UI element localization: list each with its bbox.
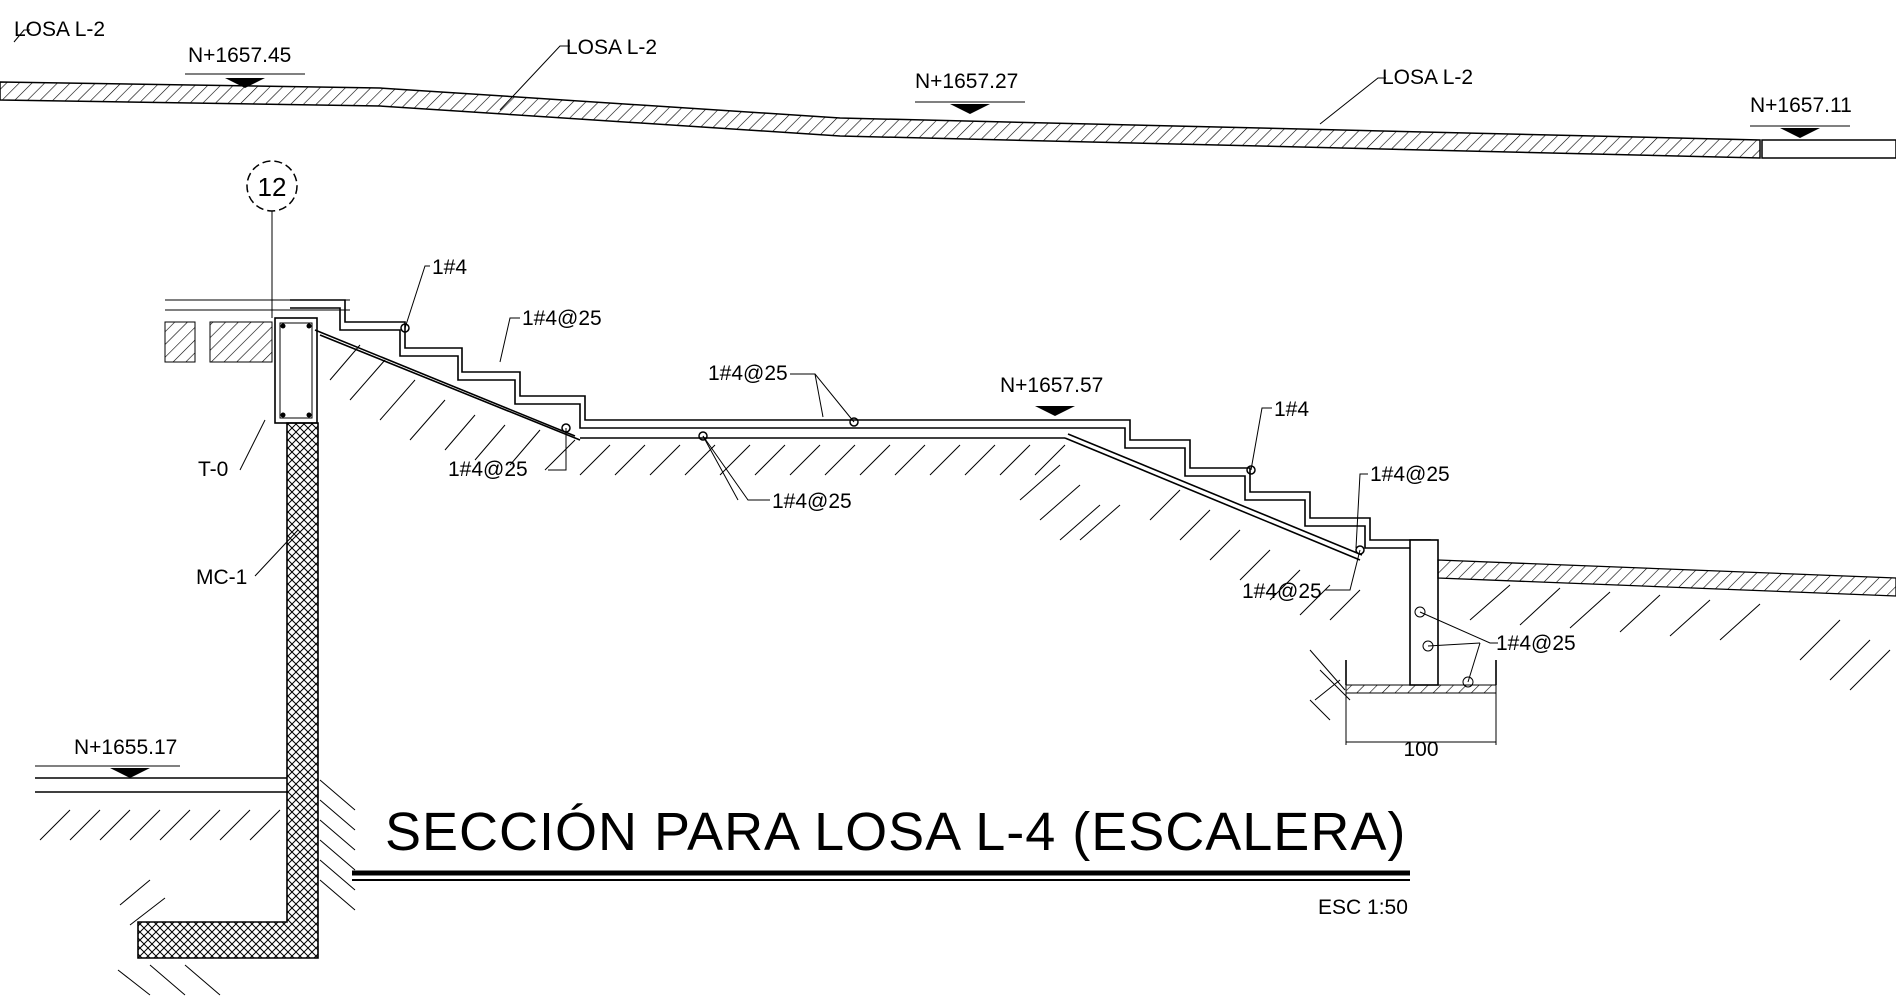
rebar-label-6: 1#4 bbox=[1274, 398, 1309, 421]
element-t0: T-0 bbox=[198, 458, 228, 481]
right-ground bbox=[1437, 559, 1896, 691]
slab-label-1: LOSA L-2 bbox=[14, 18, 105, 41]
dimension-label: 100 bbox=[1403, 738, 1438, 761]
slab-leaders bbox=[13, 29, 1386, 125]
level-label-3: N+1657.11 bbox=[1750, 94, 1852, 117]
level-label-4: N+1657.57 bbox=[1000, 374, 1103, 397]
drawing-scale: ESC 1:50 bbox=[1318, 896, 1408, 919]
upper-slab bbox=[0, 81, 1896, 159]
drawing-title: SECCIÓN PARA LOSA L-4 (ESCALERA) bbox=[385, 802, 1406, 862]
level-label-2: N+1657.27 bbox=[915, 70, 1018, 93]
rebar-label-9: 1#4@25 bbox=[1496, 632, 1576, 655]
rebar-label-2: 1#4@25 bbox=[522, 307, 602, 330]
ground-hatch bbox=[329, 344, 1361, 721]
slab-label-3: LOSA L-2 bbox=[1382, 66, 1473, 89]
lower-ground bbox=[35, 777, 356, 996]
rebar-label-7: 1#4@25 bbox=[1370, 463, 1450, 486]
level-markers bbox=[35, 73, 1850, 778]
rebar-label-5: 1#4@25 bbox=[772, 490, 852, 513]
leaders bbox=[239, 265, 1498, 683]
level-label-5: N+1655.17 bbox=[74, 736, 177, 759]
wall-mc1 bbox=[137, 422, 319, 959]
rebar-label-3: 1#4@25 bbox=[708, 362, 788, 385]
rebar-label-4: 1#4@25 bbox=[448, 458, 528, 481]
axis-marker-label: 12 bbox=[258, 172, 287, 202]
stair-profile bbox=[290, 299, 1431, 570]
slab-label-2: LOSA L-2 bbox=[566, 36, 657, 59]
rebar-label-8: 1#4@25 bbox=[1242, 580, 1322, 603]
element-mc1: MC-1 bbox=[196, 566, 247, 589]
level-label-1: N+1657.45 bbox=[188, 44, 291, 67]
rebar-dots bbox=[400, 323, 1365, 555]
beam-t0 bbox=[164, 299, 350, 424]
rebar-label-1: 1#4 bbox=[432, 256, 467, 279]
footing bbox=[1345, 539, 1497, 745]
title-underline bbox=[352, 870, 1410, 881]
